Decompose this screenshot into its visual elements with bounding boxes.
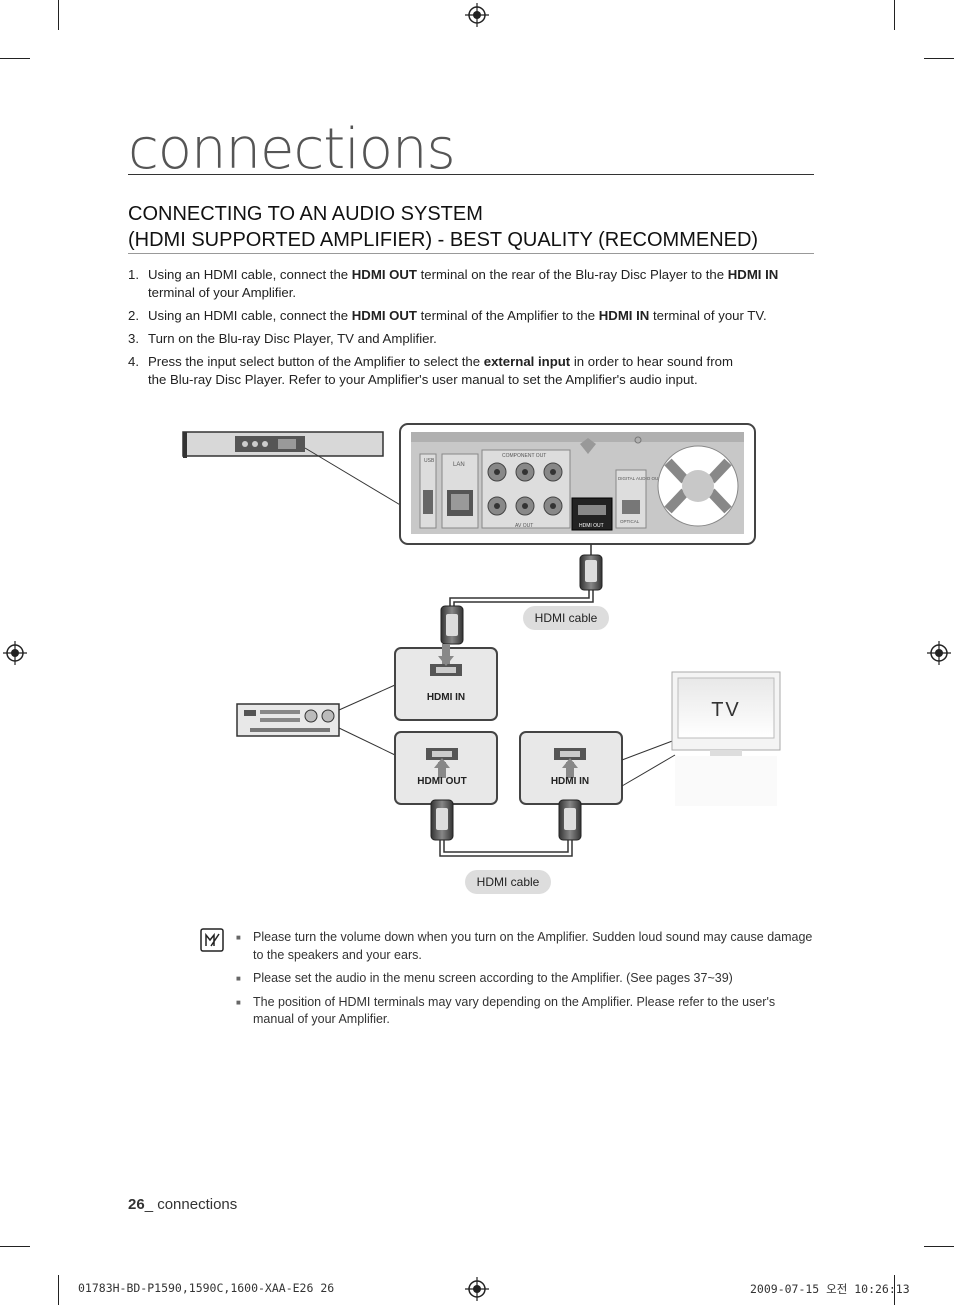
- amp-hdmi-in-label: HDMI IN: [427, 692, 465, 703]
- hdmi-cable-1: [449, 544, 594, 606]
- note-text: Please turn the volume down when you tur…: [253, 930, 813, 962]
- page-section-label: _ connections: [144, 1196, 238, 1213]
- crop-mark: [58, 1275, 59, 1305]
- print-info-left: 01783H-BD-P1590,1590C,1600-XAA-E26 26: [78, 1281, 335, 1295]
- usb-label: USB: [424, 458, 435, 464]
- heading-line-2: (HDMI SUPPORTED AMPLIFIER) - BEST QUALIT…: [128, 229, 759, 251]
- bluray-player: [182, 431, 403, 507]
- steps-list: 1. Using an HDMI cable, connect the HDMI…: [128, 266, 818, 394]
- step-text: Using an HDMI cable, connect the HDMI OU…: [148, 267, 779, 300]
- step-number: 3.: [128, 331, 139, 346]
- amp-hdmi-in-panel: HDMI IN: [394, 644, 498, 721]
- step-item: 1. Using an HDMI cable, connect the HDMI…: [128, 266, 818, 302]
- note-item: ■ The position of HDMI terminals may var…: [236, 994, 816, 1029]
- registration-mark-icon: [465, 1277, 489, 1301]
- amplifier: [236, 684, 396, 756]
- heading-rule: [128, 253, 814, 254]
- crop-mark: [0, 58, 30, 59]
- hdmi-plug-icon: [558, 799, 582, 841]
- hdmi-cable-text: HDMI cable: [535, 611, 598, 625]
- player-hdmi-out-label: HDMI OUT: [579, 523, 604, 529]
- page-heading: CONNECTING TO AN AUDIO SYSTEM (HDMI SUPP…: [128, 201, 758, 253]
- player-rear-panel: USB LAN COMPONENT OUT AV OUT HDMI OUT DI…: [399, 423, 756, 545]
- component-label: COMPONENT OUT: [502, 453, 546, 459]
- print-info-right: 2009-07-15 오전 10:26:13: [750, 1282, 910, 1296]
- hdmi-cable-label: HDMI cable: [523, 606, 609, 630]
- step-number: 2.: [128, 308, 139, 323]
- crop-mark: [924, 1246, 954, 1247]
- step-text: Press the input select button of the Amp…: [148, 354, 733, 387]
- step-text: Using an HDMI cable, connect the HDMI OU…: [148, 308, 767, 323]
- tv-hdmi-in-label: HDMI IN: [551, 776, 589, 787]
- note-item: ■ Please turn the volume down when you t…: [236, 929, 816, 964]
- step-item: 2. Using an HDMI cable, connect the HDMI…: [128, 307, 818, 325]
- note-icon: [200, 928, 224, 952]
- crop-mark: [894, 0, 895, 30]
- hdmi-plug-icon: [430, 799, 454, 841]
- registration-mark-icon: [3, 641, 27, 665]
- hdmi-cable-text: HDMI cable: [477, 875, 540, 889]
- registration-mark-icon: [927, 641, 951, 665]
- hdmi-plug-icon: [579, 554, 603, 591]
- digital-audio-label: DIGITAL AUDIO OUT: [618, 476, 661, 481]
- step-item: 4. Press the input select button of the …: [128, 353, 753, 389]
- note-item: ■ Please set the audio in the menu scree…: [236, 970, 816, 988]
- step-number: 1.: [128, 267, 139, 282]
- amp-hdmi-out-panel: HDMI OUT: [394, 731, 498, 805]
- television: TV: [671, 671, 781, 806]
- optical-label: OPTICAL: [620, 519, 640, 524]
- connection-diagram: USB LAN COMPONENT OUT AV OUT HDMI OUT DI…: [182, 423, 781, 894]
- av-out-label: AV OUT: [515, 523, 533, 529]
- step-item: 3. Turn on the Blu-ray Disc Player, TV a…: [128, 330, 818, 348]
- heading-line-1: CONNECTING TO AN AUDIO SYSTEM: [128, 203, 483, 225]
- note-text: The position of HDMI terminals may vary …: [253, 994, 776, 1027]
- notes-list: ■ Please turn the volume down when you t…: [236, 929, 816, 1035]
- bullet-icon: ■: [236, 997, 241, 1007]
- step-text: Turn on the Blu-ray Disc Player, TV and …: [148, 331, 437, 346]
- lan-label: LAN: [453, 462, 465, 468]
- title-rule: [128, 174, 814, 175]
- hdmi-cable-label: HDMI cable: [465, 870, 551, 894]
- bullet-icon: ■: [236, 974, 241, 983]
- hdmi-plug-icon: [440, 605, 464, 645]
- step-number: 4.: [128, 354, 139, 369]
- crop-mark: [0, 1246, 30, 1247]
- section-title: connections: [128, 117, 456, 182]
- page-number: 26: [128, 1196, 145, 1213]
- amp-hdmi-out-label: HDMI OUT: [417, 776, 466, 787]
- tv-screen-label: TV: [711, 699, 741, 721]
- registration-mark-icon: [465, 3, 489, 27]
- hdmi-cable-2: [439, 840, 573, 857]
- note-text: Please set the audio in the menu screen …: [253, 971, 733, 985]
- crop-mark: [58, 0, 59, 30]
- crop-mark: [894, 1275, 895, 1305]
- crop-mark: [924, 58, 954, 59]
- page-footer: 26_ connections: [128, 1196, 237, 1213]
- bullet-icon: ■: [236, 933, 241, 942]
- tv-hdmi-in-panel: HDMI IN: [519, 731, 676, 805]
